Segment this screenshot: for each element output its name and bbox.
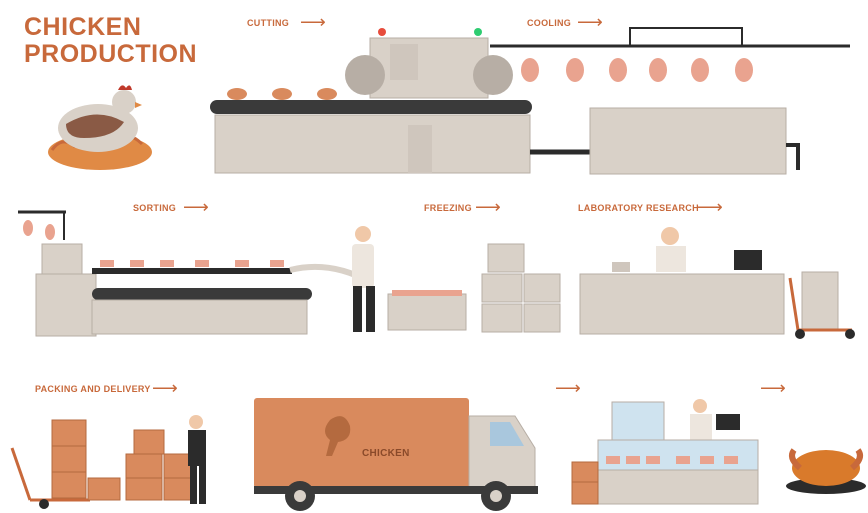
conveyor-belt-icon: [210, 100, 532, 173]
hen-in-nest-icon: [48, 85, 152, 170]
roasted-chicken-icon: [786, 450, 866, 494]
truck-label: CHICKEN: [362, 448, 410, 459]
freezer-crates-icon: [482, 244, 560, 332]
cooling-rail-icon: [490, 28, 850, 82]
meat-tray-icon: [388, 290, 466, 330]
worker-icon: [352, 226, 375, 332]
hand-truck-icon: [790, 272, 855, 339]
store-counter-icon: [572, 399, 758, 504]
chicken-icon: [227, 88, 337, 100]
cutting-machine-icon: [345, 28, 513, 98]
laboratory-desk-icon: [580, 227, 784, 334]
cooling-tank-icon: [530, 108, 798, 174]
box-cart-icon: [12, 420, 194, 509]
sorting-line-icon: [18, 212, 370, 336]
worker-icon: [188, 415, 206, 504]
